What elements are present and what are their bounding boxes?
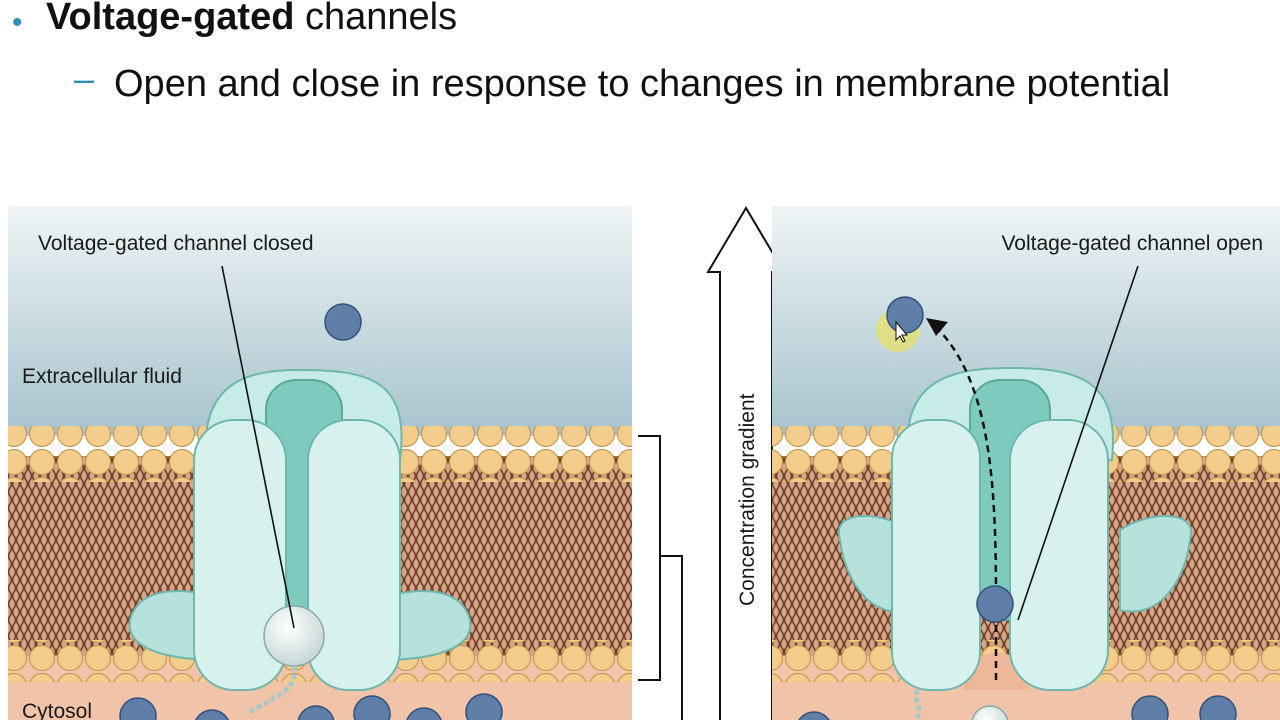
left-panel: Voltage-gated channel closed Extracellul… [8,206,632,720]
label-channel-closed: Voltage-gated channel closed [38,232,314,255]
ion-exiting [886,296,924,334]
ion [1131,695,1169,720]
closed-channel-protein [128,368,472,691]
bullet-heading: Voltage-gated channels [46,0,457,39]
bracket-connector [660,555,683,720]
ion [353,695,391,720]
ion [798,711,830,720]
ion-path-arrow [934,325,998,680]
bullet-heading-rest: channels [294,0,458,38]
label-channel-open: Voltage-gated channel open [1001,232,1263,255]
ion [119,697,157,720]
open-channel-protein [837,366,1193,691]
ion [297,705,335,720]
label-extracellular-fluid: Extracellular fluid [22,365,182,388]
sub-bullet-dash: – [74,58,95,99]
ball-chain [248,665,298,715]
ball-chain-right [913,688,922,720]
sub-bullet-text: Open and close in response to changes in… [114,63,1171,105]
ion [406,707,442,720]
inactivation-ball-right [971,705,1009,720]
concentration-gradient-arrow: Concentration gradient [706,206,786,720]
ion [465,693,503,720]
membrane-bracket [638,435,661,681]
right-panel: Voltage-gated channel open [772,206,1280,720]
bullet-heading-bold: Voltage-gated [46,0,295,38]
bullet-marker: • [12,6,23,39]
label-cytosol: Cytosol [22,700,92,720]
inactivation-ball [263,605,325,667]
ion-in-pore [976,585,1014,623]
ion [195,709,229,720]
mouse-cursor-icon [895,320,909,343]
ion [1199,695,1237,720]
label-concentration-gradient: Concentration gradient [736,393,759,606]
leader-line-closed [221,265,295,629]
ion-path-arrowhead [926,318,948,336]
leader-line-open [1017,265,1139,621]
ion [324,303,362,341]
